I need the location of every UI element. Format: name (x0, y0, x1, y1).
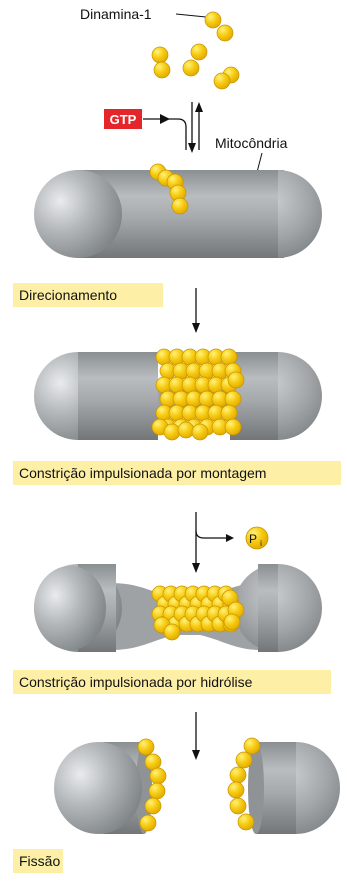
pi-label: P (249, 532, 257, 546)
mitocondria-label: Mitocôndria (215, 135, 288, 151)
stage-label-1: Direcionamento (13, 283, 163, 307)
gtp-arrow (143, 118, 187, 150)
dynamin-subunit (227, 781, 245, 799)
up-arrowhead (195, 102, 203, 112)
dynamin-subunit (237, 813, 255, 831)
down-arrowhead (188, 143, 196, 153)
dynamin-subunit (224, 390, 242, 408)
stage-label-montagem: Constrição impulsionada por montagem (19, 465, 266, 481)
pi-release: P i (192, 512, 269, 573)
dynamin-subunit (243, 737, 261, 755)
dynamin-subunit (229, 797, 247, 815)
dynamin-subunit (220, 348, 238, 366)
dynamin-subunit (213, 72, 231, 90)
dynamin-subunit (190, 43, 208, 61)
dynamin-subunit (177, 421, 195, 439)
dynamin-subunit (137, 738, 155, 756)
stage-label-fissao: Fissão (19, 853, 60, 869)
dynamin-subunit (216, 24, 234, 42)
dynamin-subunit (139, 814, 157, 832)
dynamin-subunit (220, 404, 238, 422)
stage-label-4: Fissão (13, 849, 63, 873)
daughter-mitochondrion-right (248, 742, 340, 834)
free-dynamin-group (151, 11, 240, 90)
stage-label-2: Constrição impulsionada por montagem (13, 461, 341, 485)
dinamina-label-group: Dinamina-1 (80, 6, 207, 22)
dynamin-released-chains (137, 737, 261, 832)
dynamin-subunit (235, 751, 253, 769)
dynamin-subunit (204, 11, 222, 29)
dinamina-leader-line (175, 13, 207, 18)
dynamin-subunit (229, 766, 247, 784)
dynamin-subunit (223, 613, 241, 631)
dynamin-subunit (144, 753, 162, 771)
dynamin-subunit (149, 767, 167, 785)
dynamin-subunit (224, 418, 242, 436)
stage-label-3: Constrição impulsionada por hidrólise (13, 670, 331, 694)
dynamin-targeting-cluster (149, 163, 189, 215)
stage-label-direcionamento: Direcionamento (19, 287, 117, 303)
pi-subscript: i (260, 539, 262, 548)
gtp-box (104, 109, 142, 129)
dynamin-helix-assembly (151, 348, 245, 441)
dynamin-helix-hydrolysis (151, 585, 245, 641)
dynamin-subunit (148, 782, 166, 800)
pi-circle (245, 526, 269, 550)
dynamin-subunit (227, 371, 245, 389)
gtp-exchange: GTP (104, 102, 203, 153)
dinamina-label: Dinamina-1 (80, 6, 152, 22)
daughter-mitochondrion-left (54, 742, 152, 834)
dynamin-subunit (191, 423, 209, 441)
dynamin-subunit (163, 623, 181, 641)
dynamin-subunit (151, 46, 169, 64)
gtp-label: GTP (110, 112, 137, 127)
arrow-1-head (192, 323, 200, 333)
dynamin-subunit (163, 423, 181, 441)
dynamin-subunit (171, 197, 189, 215)
dynamin-subunit (144, 797, 162, 815)
arrow-3-head (192, 750, 200, 760)
dynamin-subunit (153, 61, 171, 79)
dynamin-subunit (182, 59, 200, 77)
stage-label-hidrolise: Constrição impulsionada por hidrólise (19, 674, 253, 690)
gtp-arrowhead (160, 114, 170, 124)
